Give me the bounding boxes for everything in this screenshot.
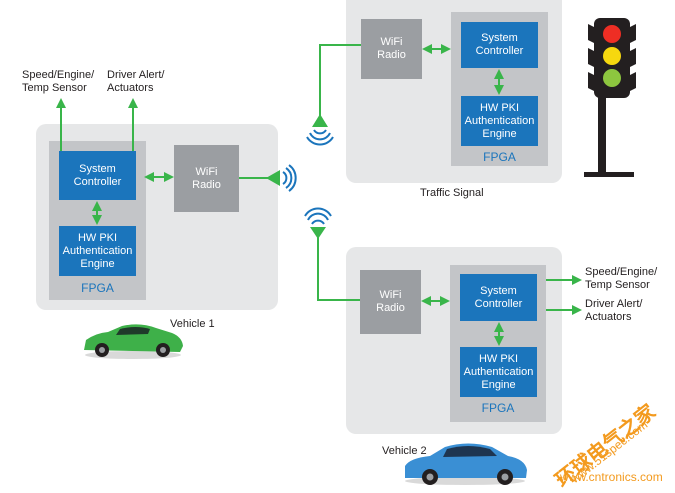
vehicle2-actuator-label: Driver Alert/ Actuators [585,298,643,323]
vehicle2-system-controller: System Controller [460,274,537,321]
traffic-signal-pki-engine: HW PKI Authentication Engine [461,96,538,146]
traffic-light-icon [584,18,636,177]
wifi-signal-icon [306,114,334,146]
vehicle2-wifi-radio: WiFi Radio [360,270,421,334]
wifi-signal-icon [304,207,332,239]
vehicle1-wifi-radio: WiFi Radio [174,145,239,212]
vehicle1-actuator-label: Driver Alert/ Actuators [107,69,165,94]
vehicle1-caption: Vehicle 1 [170,318,215,330]
green-car-icon [84,324,183,359]
traffic-signal-wifi-radio: WiFi Radio [361,19,422,79]
ts-radio-antenna-connector [319,44,361,116]
vehicle2-caption: Vehicle 2 [382,445,427,457]
traffic-signal-system-controller: System Controller [461,22,538,68]
blue-car-icon [405,443,527,485]
traffic-signal-caption: Traffic Signal [420,187,484,199]
v2-radio-antenna-connector [317,237,360,301]
traffic-signal-fpga-label: FPGA [483,150,516,164]
vehicle1-fpga-label: FPGA [81,281,114,295]
watermark-url-cntronics: www.cntronics.com [560,470,663,484]
vehicle1-system-controller: System Controller [59,151,136,200]
wifi-signal-icon [266,164,297,192]
vehicle2-pki-engine: HW PKI Authentication Engine [460,347,537,397]
vehicle2-sensor-label: Speed/Engine/ Temp Sensor [585,266,658,291]
vehicle1-pki-engine: HW PKI Authentication Engine [59,226,136,276]
vehicle2-fpga-label: FPGA [481,401,515,415]
vehicle1-sensor-label: Speed/Engine/ Temp Sensor [22,69,95,94]
